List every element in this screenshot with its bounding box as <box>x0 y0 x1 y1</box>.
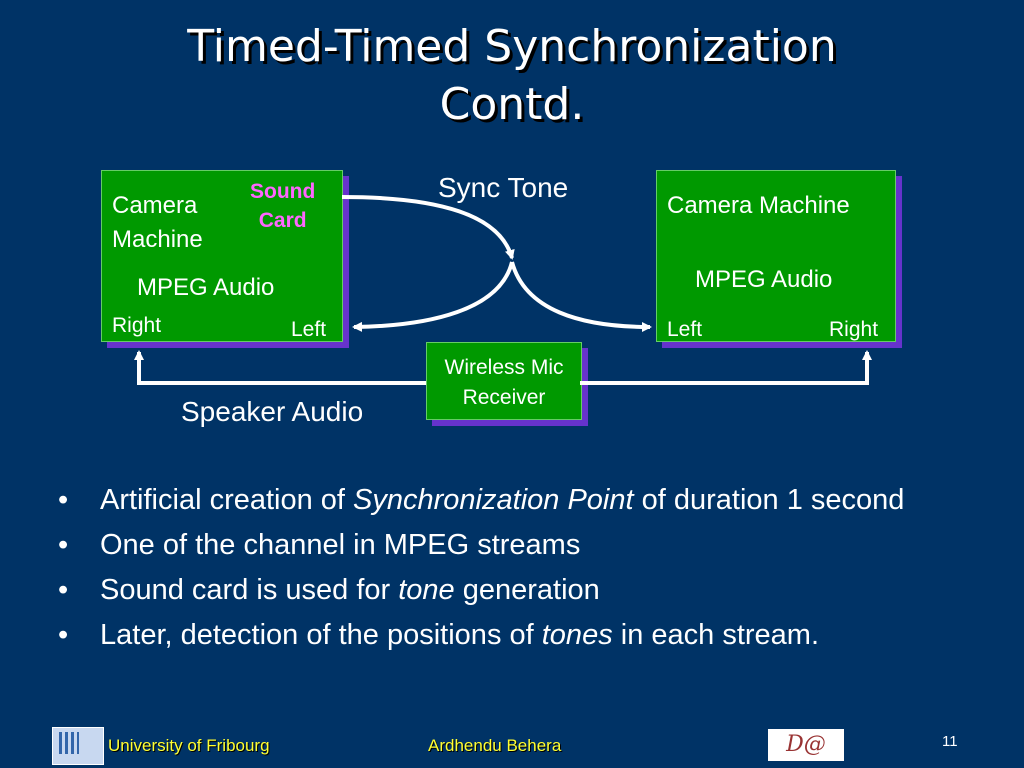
bullet-item: •Artificial creation of Synchronization … <box>58 484 905 516</box>
speaker-audio-line-right <box>580 350 872 385</box>
slide-title: Timed-Timed Synchronization Contd. <box>0 18 1024 134</box>
bullet-dot: • <box>58 529 69 561</box>
sound-card-label: Sound Card <box>250 180 316 232</box>
sync-tone-label: Sync Tone <box>438 172 569 203</box>
sync-tone-arrow-to-right <box>510 261 652 332</box>
right-machine-audio: MPEG Audio <box>695 266 833 293</box>
footer-university: University of Fribourg <box>108 736 270 755</box>
sync-tone-arrow-to-left <box>352 261 514 332</box>
left-camera-machine-box: Camera Machine Sound Card MPEG Audio Rig… <box>101 170 343 342</box>
left-machine-left-channel: Left <box>291 318 327 341</box>
right-camera-machine-box: Camera Machine MPEG Audio Left Right <box>656 170 896 342</box>
bullet-item: •Sound card is used for tone generation <box>58 574 600 606</box>
author-logo: D@ <box>768 729 844 761</box>
bullet-list: •Artificial creation of Synchronization … <box>58 482 958 662</box>
right-machine-right-channel: Right <box>829 318 879 341</box>
bullet-dot: • <box>58 484 69 516</box>
wireless-mic-receiver-label: Wireless Mic Receiver <box>444 356 564 409</box>
left-machine-audio: MPEG Audio <box>137 274 275 301</box>
sync-tone-arrow-in <box>341 195 515 260</box>
left-machine-right-channel: Right <box>112 314 162 337</box>
page-number: 11 <box>942 733 958 750</box>
title-line-2: Contd. <box>439 79 585 130</box>
right-machine-left-channel: Left <box>667 318 703 341</box>
speaker-audio-line-left <box>134 350 426 385</box>
bullet-item: •One of the channel in MPEG streams <box>58 529 581 561</box>
wireless-mic-receiver-box: Wireless Mic Receiver <box>426 342 582 420</box>
title-line-1: Timed-Timed Synchronization <box>187 21 837 72</box>
bullet-dot: • <box>58 619 69 651</box>
right-machine-name: Camera Machine <box>667 192 850 219</box>
university-logo <box>52 727 104 765</box>
bullet-dot: • <box>58 574 69 606</box>
footer-author: Ardhendu Behera <box>428 736 562 755</box>
bullet-item: •Later, detection of the positions of to… <box>58 619 820 651</box>
speaker-audio-label: Speaker Audio <box>181 396 364 427</box>
left-machine-name: Camera Machine <box>112 192 203 253</box>
